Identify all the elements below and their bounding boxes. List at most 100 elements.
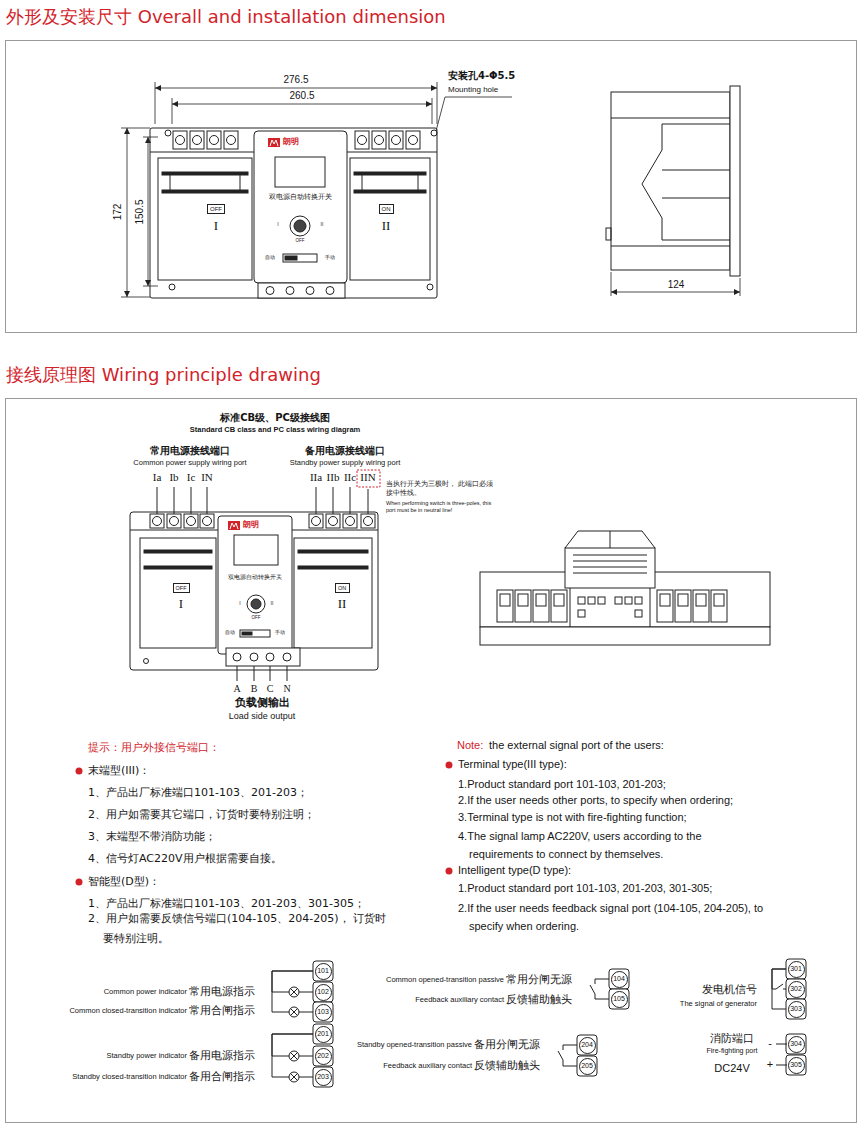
side-view: [606, 228, 611, 240]
terminal-block: [711, 590, 727, 622]
dimension-line: [740, 278, 741, 296]
connector-group: [272, 969, 788, 1077]
terminal-number: 305: [788, 1057, 805, 1074]
contact-label: Common opened-transition passive: [386, 975, 504, 984]
terminal-wire: [772, 969, 788, 1009]
dimension-line: [155, 88, 437, 89]
port-name: Ic: [187, 471, 196, 484]
signal-lamp: [291, 1074, 298, 1081]
terminal-strip: [313, 961, 333, 981]
terminal-label: 103: [317, 1008, 329, 1016]
terminal-screw: [361, 514, 375, 528]
terminal-screw: [167, 514, 181, 528]
switch-state-box: OFF: [173, 583, 190, 593]
terminal-number: 301: [788, 961, 805, 978]
note-item: 3.Terminal type is not with fire-fightin…: [458, 811, 687, 824]
front-view: [165, 130, 171, 136]
terminal-block: [497, 590, 727, 622]
port-name: IIc: [344, 471, 356, 484]
mode-mark: 自动: [265, 254, 275, 260]
note-item: 4、信号灯AC220V用户根据需要自接。: [88, 852, 282, 865]
mode-mark: 自动: [225, 630, 235, 635]
note-heading: 提示：用户外接信号端口：: [88, 741, 220, 754]
terminal-block: [536, 594, 546, 606]
terminal-label: 202: [317, 1052, 329, 1060]
terminal-strip: [577, 1056, 597, 1076]
fire-port-label: DC24V: [714, 1062, 749, 1075]
generator-label: 发电机信号: [702, 983, 757, 996]
terminal-block: [657, 590, 673, 622]
terminal-screw: [343, 514, 357, 528]
terminal-block: [588, 597, 595, 604]
indicator-label: Common power indicator: [104, 987, 187, 996]
terminal-screw: [170, 517, 179, 526]
terminal-label: 201: [317, 1030, 329, 1038]
terminal-number: 304: [788, 1036, 805, 1053]
side-view: [662, 198, 730, 199]
signal-lamp: [289, 1051, 299, 1061]
control-panel: [254, 131, 347, 283]
note-item: 2、用户如需要反馈信号端口(104-105、204-205)， 订货时要特别注明…: [88, 909, 388, 949]
signal-lamp: [291, 1053, 298, 1060]
note-bullet: [446, 868, 453, 875]
brand-logo: 朗明: [283, 137, 299, 147]
pole-frame: [170, 175, 171, 190]
terminal-number: 302: [788, 981, 805, 998]
indicator-label: 备用电源指示: [189, 1049, 255, 1062]
note-bullet: [76, 768, 83, 775]
pole-frame: [298, 550, 368, 553]
terminal-block: [500, 594, 510, 606]
note-item: 1.Product standard port 101-103, 201-203…: [458, 882, 712, 895]
terminal-block: [578, 597, 585, 604]
top-view: [570, 588, 571, 627]
fire-port-lead: [776, 1065, 787, 1066]
terminal-screw: [200, 514, 214, 528]
control-panel: [251, 599, 261, 609]
signal-lamp: [289, 987, 299, 1082]
front-view: [169, 284, 175, 290]
load-terminal-block: [226, 648, 300, 666]
control-panel: [283, 254, 317, 262]
contact-symbol: [590, 985, 595, 994]
terminal-screw: [153, 517, 162, 526]
control-panel: [270, 140, 278, 146]
control-panel: [247, 595, 265, 613]
state-text: ON: [382, 206, 391, 213]
load-terminal-block: [266, 653, 274, 661]
terminal-strip: [786, 999, 806, 1019]
output-phase: B: [251, 683, 258, 695]
terminal-screw: [203, 517, 212, 526]
port-lead: [157, 487, 158, 514]
load-terminal-block: [286, 287, 294, 295]
note-type: Terminal type(III type):: [458, 758, 567, 771]
knob-mark: II: [271, 600, 274, 606]
terminal-strip: [313, 1002, 333, 1022]
terminal-screw: [346, 517, 355, 526]
pole-frame: [162, 190, 248, 193]
front-view: [130, 470, 380, 681]
side-view: [662, 170, 730, 171]
dimension-line: [127, 128, 128, 297]
pole-frame: [294, 538, 372, 648]
terminal-strip: [313, 982, 333, 1002]
terminal-wire: [772, 969, 788, 989]
load-terminal-block: [226, 648, 300, 681]
terminal-label: 303: [790, 1005, 802, 1013]
terminal-number: 102: [315, 984, 332, 1001]
top-view: [480, 531, 770, 645]
side-view: [611, 246, 730, 247]
top-view: [565, 531, 655, 548]
diagram-heading: Standard CB class and PC class wiring di…: [190, 425, 360, 434]
terminal-screw: [309, 514, 323, 528]
note-item: 4.The signal lamp AC220V, users accordin…: [458, 827, 748, 863]
dimension-line: [437, 82, 438, 124]
dimension-line: [121, 128, 150, 129]
terminal-label: 305: [790, 1061, 802, 1069]
output-phase: A: [233, 683, 240, 695]
port-name: Ia: [153, 471, 162, 484]
terminal-block: [497, 590, 513, 622]
terminal-block: [693, 590, 709, 622]
port-name: IIa: [310, 471, 322, 484]
